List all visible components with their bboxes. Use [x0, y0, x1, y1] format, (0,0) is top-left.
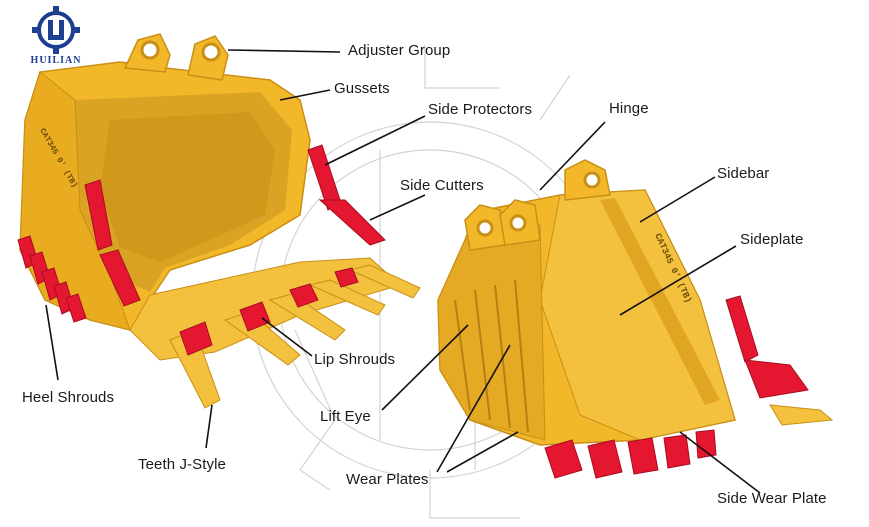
label-side-cutters: Side Cutters — [400, 177, 484, 194]
left-adjuster-group — [123, 33, 229, 81]
label-heel-shrouds: Heel Shrouds — [22, 389, 115, 406]
huilian-logo — [32, 6, 80, 54]
left-bucket: CAT345 0' (TB) — [17, 33, 421, 409]
label-adjuster-group: Adjuster Group — [348, 42, 451, 59]
label-wear-plates: Wear Plates — [346, 471, 429, 488]
label-side-protectors: Side Protectors — [428, 101, 533, 118]
label-teeth-j-style: Teeth J-Style — [138, 456, 227, 473]
right-hinge — [464, 159, 611, 251]
right-bucket-sidebar — [600, 198, 720, 405]
left-bucket-sideplate — [19, 71, 131, 331]
right-bucket-back — [437, 224, 546, 441]
right-bottom-shrouds — [544, 429, 717, 479]
label-lift-eye: Lift Eye — [320, 408, 371, 425]
brand-logo-text: HUILIAN — [30, 55, 82, 66]
label-hinge: Hinge — [609, 100, 649, 117]
label-side-wear-plate: Side Wear Plate — [717, 490, 827, 507]
left-heel-shrouds — [17, 235, 87, 323]
right-bucket: CAT345 0' (TB) — [437, 159, 834, 479]
right-side-cutters — [725, 295, 809, 399]
leader-lines — [45, 49, 761, 494]
label-sideplate: Sideplate — [740, 231, 804, 248]
right-bucket-sideplate — [539, 189, 736, 441]
left-bucket-cavity-shade — [100, 112, 275, 262]
right-tooth-tip — [769, 404, 834, 426]
label-sidebar: Sidebar — [717, 165, 770, 182]
label-lip-shrouds: Lip Shrouds — [314, 351, 396, 368]
label-gussets: Gussets — [334, 80, 390, 97]
left-teeth — [169, 264, 421, 409]
left-side-protectors — [84, 144, 386, 307]
left-lip-shrouds — [179, 267, 359, 356]
